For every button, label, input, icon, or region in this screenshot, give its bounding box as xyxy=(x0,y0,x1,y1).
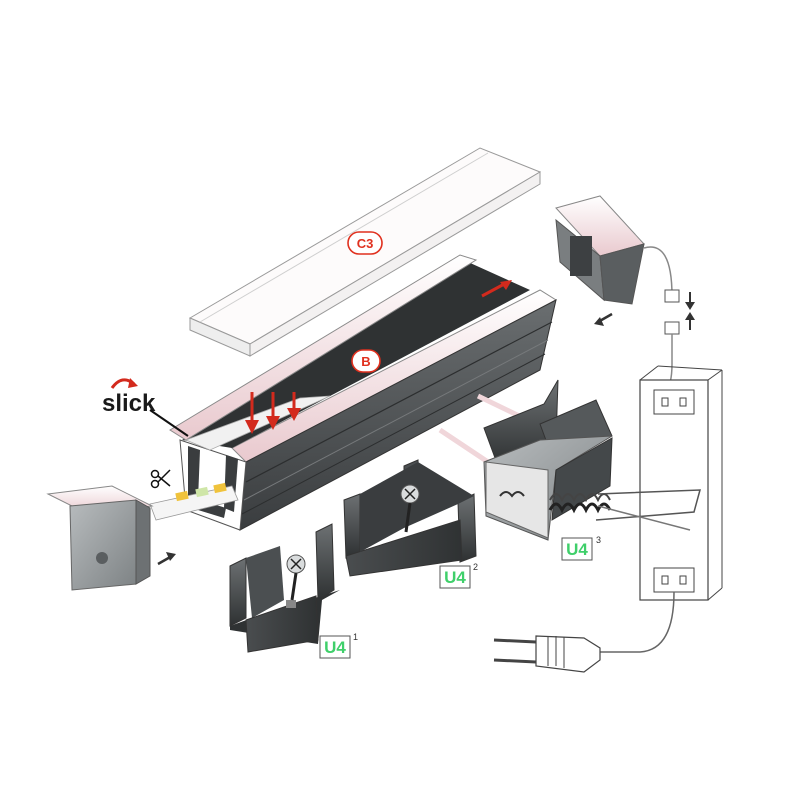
scissors-icon xyxy=(150,469,171,489)
spring-icon xyxy=(499,489,701,531)
power-cable xyxy=(600,591,675,653)
svg-text:slick: slick xyxy=(102,390,156,417)
svg-text:C3: C3 xyxy=(357,236,374,251)
led-strip xyxy=(149,482,239,521)
label-b: B xyxy=(351,349,381,373)
arrow-icon xyxy=(594,312,613,326)
end-cap-left xyxy=(46,485,154,591)
slick-brand-label: slick xyxy=(102,378,189,437)
mounting-clip-3 xyxy=(438,379,613,541)
svg-text:U4: U4 xyxy=(566,540,588,559)
label-c3: C3 xyxy=(347,231,383,255)
plug-icon xyxy=(493,635,601,673)
svg-text:2: 2 xyxy=(473,562,478,572)
led-driver xyxy=(639,365,723,601)
screw-icon xyxy=(400,484,420,533)
screw-icon xyxy=(286,554,306,601)
svg-text:U4: U4 xyxy=(444,568,466,587)
arrow-icon xyxy=(157,552,176,566)
end-cap-right xyxy=(555,195,645,305)
svg-text:1: 1 xyxy=(353,632,358,642)
mounting-clip-2 xyxy=(343,459,477,577)
label-u4-2: U4 2 xyxy=(439,562,478,589)
svg-text:B: B xyxy=(361,354,370,369)
insertion-arrows xyxy=(245,392,301,434)
svg-text:U4: U4 xyxy=(324,638,346,657)
label-u4-3: U4 3 xyxy=(561,535,601,561)
label-u4-1: U4 1 xyxy=(319,632,358,659)
mounting-clip-1 xyxy=(229,523,340,653)
svg-text:3: 3 xyxy=(596,535,601,545)
